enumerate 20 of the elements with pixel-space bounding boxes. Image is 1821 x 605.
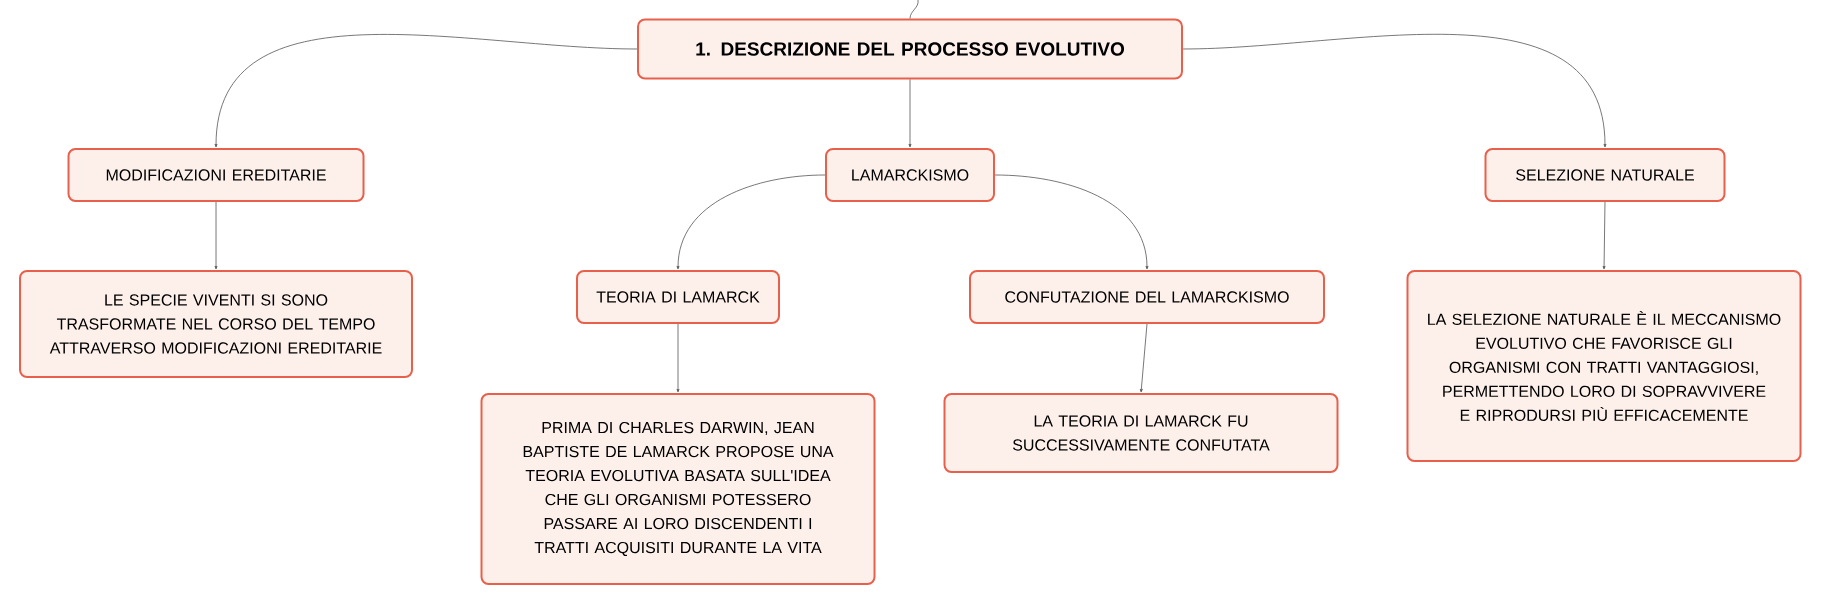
- connector: [909, 0, 919, 19]
- topic-box: PRIMA DI CHARLES DARWIN, JEAN BAPTISTE DE LAMARCK PROPOSE UNA TEORIA EVOLUTIVA BASATA SULL'IDEA CHE GLI ORGANISMI POTESSERO PASSARE AI LORO DISCENDENTI I TRATTI ACQUISITI DURANTE LA VITA: [480, 393, 876, 585]
- connector: [908, 79, 912, 148]
- connector: [1182, 34, 1607, 148]
- connector: [1139, 323, 1148, 393]
- connector: [676, 323, 680, 393]
- topic-box: SELEZIONE NATURALE: [1484, 148, 1726, 202]
- topic-box: TEORIA DI LAMARCK: [576, 270, 780, 324]
- topic-box: LA SELEZIONE NATURALE È IL MECCANISMO EVOLUTIVO CHE FAVORISCE GLI ORGANISMI CON TRATTI VANTAGGIOSI, PERMETTENDO LORO DI SOPRAVVIVERE E RIPRODURSI PIÙ EFFICACEMENTE: [1406, 270, 1802, 462]
- topic-box: LAMARCKISMO: [825, 148, 995, 202]
- topic-box: LE SPECIE VIVENTI SI SONO TRASFORMATE NEL CORSO DEL TEMPO ATTRAVERSO MODIFICAZIONI EREDITARIE: [19, 270, 413, 378]
- topic-box: MODIFICAZIONI EREDITARIE: [67, 148, 365, 202]
- title-box: 1. DESCRIZIONE DEL PROCESSO EVOLUTIVO: [637, 18, 1183, 80]
- topic-box: LA TEORIA DI LAMARCK FU SUCCESSIVAMENTE CONFUTATA: [943, 393, 1339, 473]
- connector: [214, 34, 638, 148]
- connector: [994, 174, 1149, 270]
- connector: [214, 201, 218, 270]
- connector: [1602, 201, 1606, 270]
- connector: [676, 174, 826, 270]
- topic-box: CONFUTAZIONE DEL LAMARCKISMO: [969, 270, 1325, 324]
